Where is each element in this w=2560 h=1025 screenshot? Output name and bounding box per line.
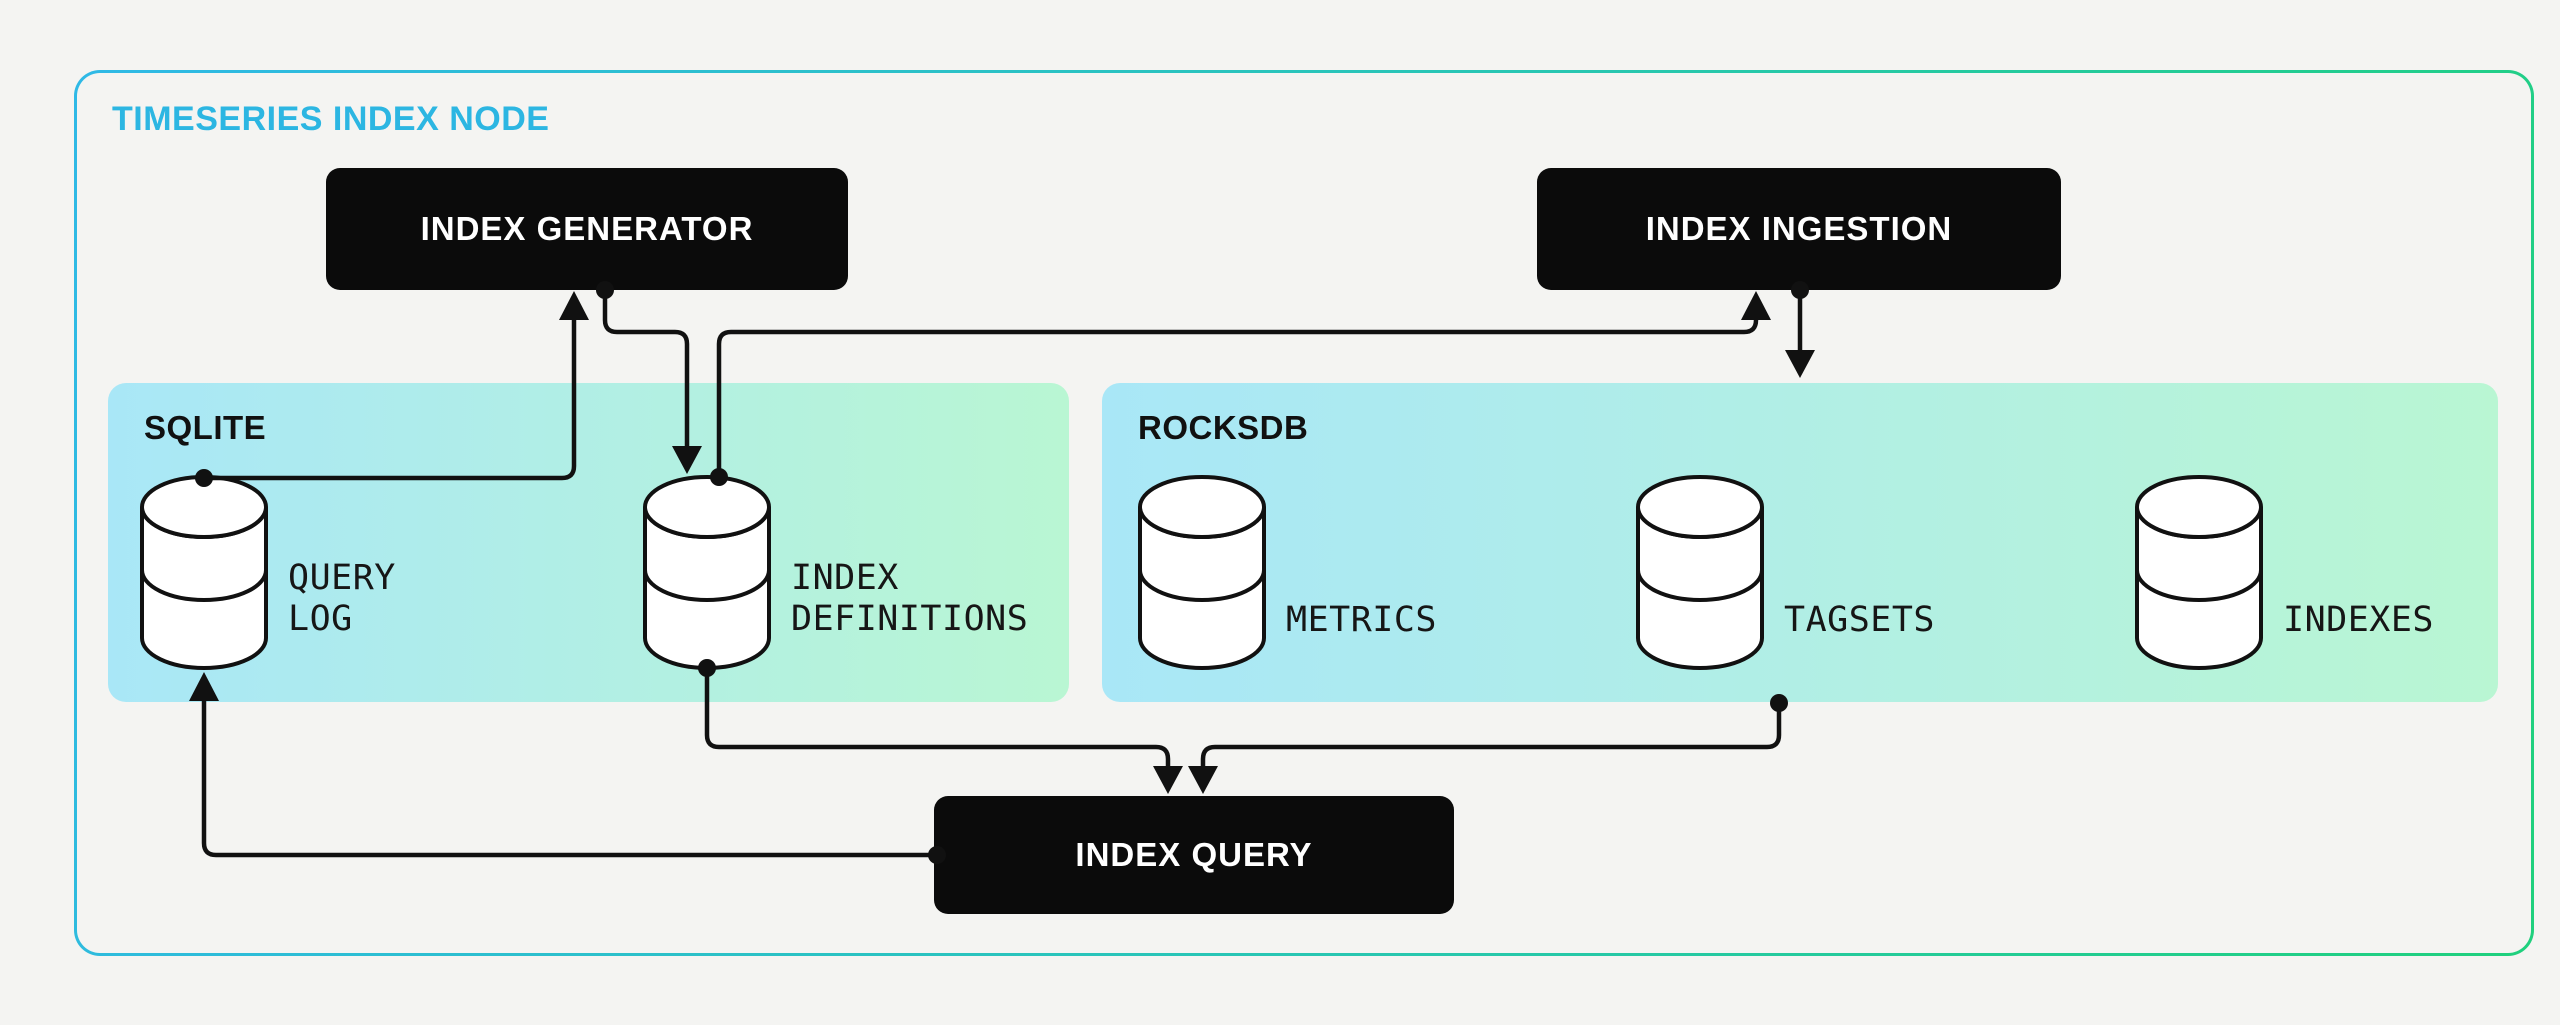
group-rocksdb-label: ROCKSDB xyxy=(1138,409,1309,446)
group-sqlite: SQLITE xyxy=(108,383,1069,702)
node-index-generator-label: INDEX GENERATOR xyxy=(420,210,754,247)
group-sqlite-label: SQLITE xyxy=(144,409,267,446)
node-index-query: INDEX QUERY xyxy=(934,796,1454,914)
group-rocksdb: ROCKSDB xyxy=(1102,383,2498,702)
store-label-index-definitions: INDEX DEFINITIONS xyxy=(791,558,1029,639)
node-index-generator: INDEX GENERATOR xyxy=(326,168,848,290)
store-label-indexes: INDEXES xyxy=(2283,600,2435,640)
node-index-ingestion: INDEX INGESTION xyxy=(1537,168,2061,290)
store-label-query-log: QUERY LOG xyxy=(288,558,396,639)
node-index-query-label: INDEX QUERY xyxy=(1075,836,1313,873)
diagram-title: TIMESERIES INDEX NODE xyxy=(112,100,550,138)
store-label-metrics: METRICS xyxy=(1286,600,1438,640)
store-label-tagsets: TAGSETS xyxy=(1784,600,1936,640)
node-index-ingestion-label: INDEX INGESTION xyxy=(1645,210,1953,247)
